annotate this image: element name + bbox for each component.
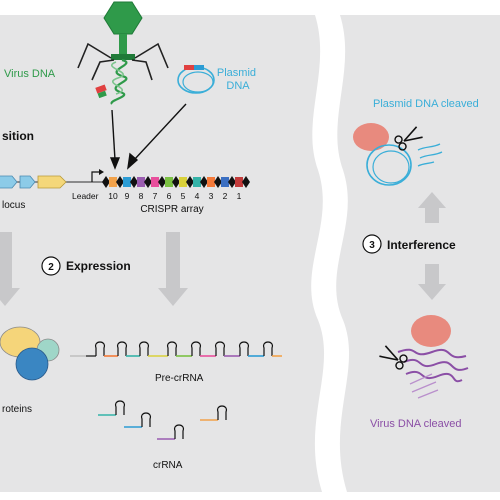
hairpin-rna-icon [217, 405, 227, 420]
hairpin-rna-icon [239, 341, 249, 356]
spacer-block [137, 177, 145, 187]
spacer-block [235, 177, 243, 187]
spacer-block [193, 177, 201, 187]
scissors-icon [394, 126, 423, 151]
cas-protein-complex [0, 326, 60, 381]
gray-arrow-left [0, 232, 20, 306]
repeat-diamond [242, 176, 250, 188]
repeat-diamond [200, 176, 208, 188]
leader-promoter [70, 169, 104, 183]
crrna-fragments [98, 400, 227, 440]
spacer-number: 6 [167, 191, 172, 201]
hairpin-rna-icon [215, 341, 225, 356]
plasmid-dna-label: Plasmid DNA [217, 67, 259, 92]
scissors-icon [379, 345, 408, 370]
hairpin-rna-icon [191, 341, 201, 356]
step2-badge: 2 [41, 256, 61, 276]
hairpin-rna-icon [263, 341, 273, 356]
step1-title-partial: sition [2, 129, 34, 143]
spacer-number: 10 [108, 191, 118, 201]
spacer-number: 8 [139, 191, 144, 201]
repeat-diamond [228, 176, 236, 188]
repeat-diamond [214, 176, 222, 188]
pre-crrna-transcript [70, 341, 282, 357]
phage-icon [77, 1, 169, 105]
spacer-number: 3 [209, 191, 214, 201]
hairpin-rna-icon [141, 412, 151, 427]
plasmid-dna-label-line2: DNA [226, 80, 250, 92]
plasmid-cleaved-label: Plasmid DNA cleaved [373, 98, 479, 110]
spacer-number: 2 [223, 191, 228, 201]
spacer-number: 4 [195, 191, 200, 201]
repeat-diamond [130, 176, 138, 188]
spacer-block [109, 177, 117, 187]
step3-number: 3 [369, 240, 375, 251]
crrna-label: crRNA [153, 460, 183, 471]
virus-dna-cleavage [397, 315, 469, 399]
repeat-diamond [116, 176, 124, 188]
crispr-array [102, 176, 250, 188]
acquisition-arrows [109, 103, 187, 170]
spacer-block [123, 177, 131, 187]
repeat-diamond [172, 176, 180, 188]
proteins-label-partial: roteins [2, 404, 32, 415]
locus-label-partial: locus [2, 200, 25, 211]
gray-arrow-center [158, 232, 188, 306]
spacer-number: 1 [237, 191, 242, 201]
gray-arrow-down [418, 264, 446, 300]
hairpin-rna-icon [139, 341, 149, 356]
spacer-block [207, 177, 215, 187]
spacer-number: 9 [125, 191, 130, 201]
leader-label: Leader [72, 191, 99, 201]
virus-dna-label: Virus DNA [4, 68, 56, 80]
spacer-block [221, 177, 229, 187]
repeat-diamond [102, 176, 110, 188]
hairpin-rna-icon [95, 341, 105, 356]
plasmid-cleavage [353, 123, 443, 186]
step3-badge: 3 [362, 234, 382, 254]
step2-number: 2 [48, 262, 54, 273]
left-panel [0, 15, 325, 492]
pre-crrna-label: Pre-crRNA [155, 373, 204, 384]
hairpin-rna-icon [117, 341, 127, 356]
hairpin-rna-icon [167, 341, 177, 356]
cas-locus [0, 175, 70, 189]
spacer-number: 7 [153, 191, 158, 201]
step2-title: Expression [66, 259, 131, 273]
plasmid-dna-label-line1: Plasmid [217, 67, 256, 79]
spacer-number: 5 [181, 191, 186, 201]
hairpin-rna-icon [115, 400, 125, 415]
gray-arrow-up [418, 192, 446, 223]
plasmid-icon [177, 65, 215, 94]
spacer-block [179, 177, 187, 187]
repeat-diamond [186, 176, 194, 188]
repeat-diamond [158, 176, 166, 188]
crispr-array-label: CRISPR array [140, 204, 203, 215]
spacer-block [151, 177, 159, 187]
hairpin-rna-icon [174, 424, 184, 439]
repeat-diamond [144, 176, 152, 188]
spacer-block [165, 177, 173, 187]
step3-title: Interference [387, 238, 456, 252]
virus-cleaved-label: Virus DNA cleaved [370, 418, 462, 430]
